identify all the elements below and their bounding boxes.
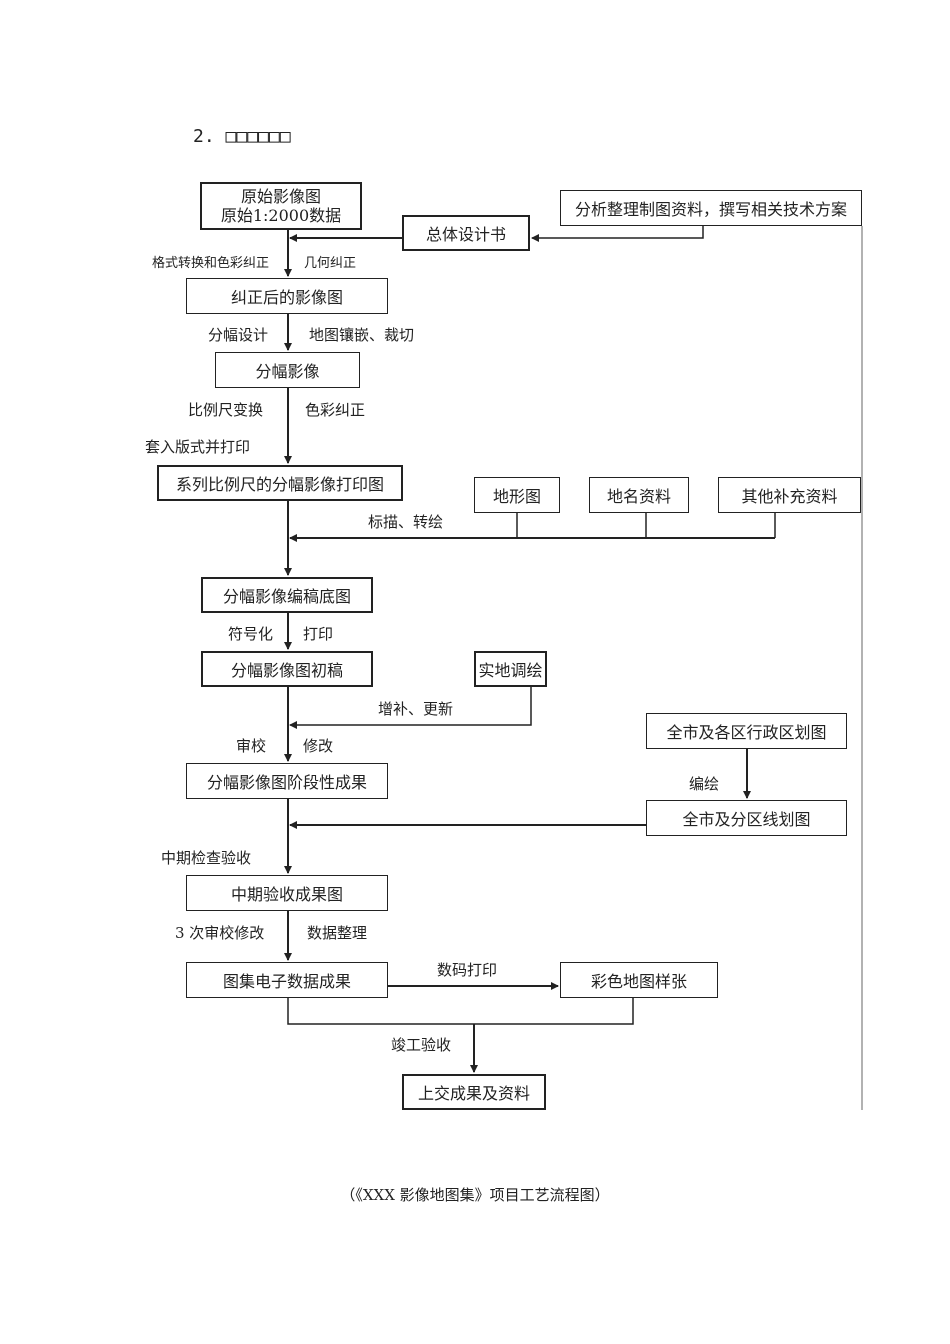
label-review: 审校 [236, 737, 267, 755]
node-sample: 彩色地图样张 [560, 962, 718, 998]
label-printing: 打印 [303, 625, 334, 643]
node-electronic: 图集电子数据成果 [186, 962, 388, 998]
node-analysis: 分析整理制图资料，撰写相关技术方案 [560, 190, 862, 226]
node-terrain: 地形图 [474, 477, 560, 513]
node-print: 系列比例尺的分幅影像打印图 [157, 465, 403, 501]
connector-merge [287, 998, 634, 1025]
section-heading: 2. □□□□□□ [193, 126, 291, 147]
label-color: 色彩纠正 [305, 401, 366, 419]
label-trace: 标描、转绘 [368, 513, 444, 531]
node-first-draft: 分幅影像图初稿 [201, 651, 373, 687]
label-sheet-design: 分幅设计 [208, 326, 269, 344]
label-layout: 套入版式并打印 [145, 438, 251, 456]
label-data-org: 数据整理 [307, 924, 368, 942]
label-scale: 比例尺变换 [188, 401, 264, 419]
label-format: 格式转换和色彩纠正 [152, 256, 270, 271]
node-stage: 分幅影像图阶段性成果 [186, 763, 388, 799]
node-draft-base: 分幅影像编稿底图 [201, 577, 373, 613]
label-mid-check: 中期检查验收 [161, 849, 252, 867]
heading-text: □□□□□□ [225, 126, 291, 147]
label-acceptance: 竣工验收 [391, 1036, 452, 1054]
node-other: 其他补充资料 [718, 477, 861, 513]
node-mid: 中期验收成果图 [186, 875, 388, 911]
node-raw-image: 原始影像图 原始1:2000数据 [200, 182, 362, 230]
node-submit: 上交成果及资料 [402, 1074, 546, 1110]
node-admin: 全市及各区行政区划图 [646, 713, 847, 749]
label-modify: 修改 [303, 737, 334, 755]
node-corrected: 纠正后的影像图 [186, 278, 388, 314]
node-raw-data-label: 原始1:2000数据 [220, 206, 342, 225]
arrow-field [289, 687, 532, 729]
node-line-map: 全市及分区线划图 [646, 800, 847, 836]
node-sheet: 分幅影像 [215, 352, 360, 388]
label-geo: 几何纠正 [304, 256, 357, 271]
label-digital-print: 数码打印 [437, 961, 498, 979]
node-field: 实地调绘 [474, 651, 547, 687]
arrow-analysis [531, 226, 704, 242]
node-design: 总体设计书 [402, 215, 530, 251]
label-compile: 编绘 [689, 775, 720, 793]
heading-number: 2. [193, 126, 215, 147]
figure-caption: （《XXX 影像地图集》项目工艺流程图） [340, 1186, 610, 1204]
label-mosaic: 地图镶嵌、裁切 [309, 326, 415, 344]
label-symbol: 符号化 [228, 625, 274, 643]
node-raw-image-label: 原始影像图 [240, 187, 321, 206]
label-update: 增补、更新 [378, 700, 454, 718]
label-three-reviews: 3 次审校修改 [175, 924, 265, 942]
node-placename: 地名资料 [589, 477, 689, 513]
